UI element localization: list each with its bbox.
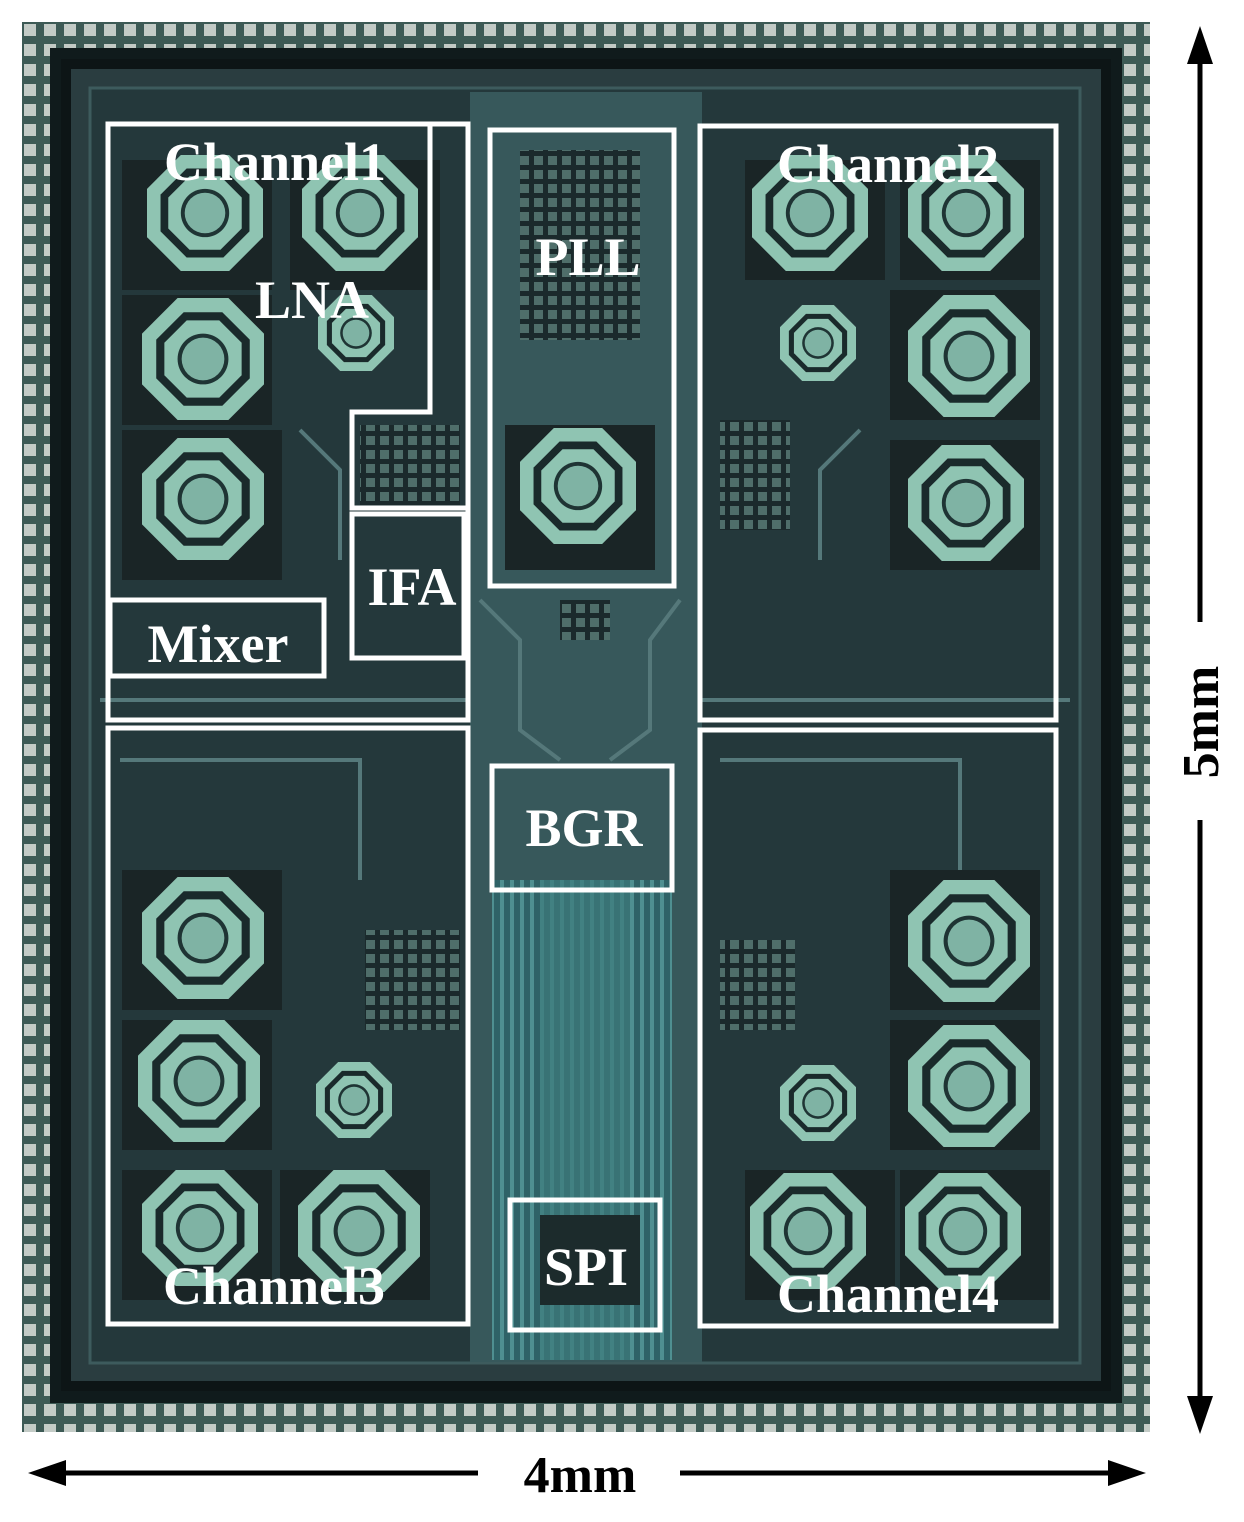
inductor xyxy=(908,1025,1030,1147)
pll-outline xyxy=(487,127,677,589)
inductor xyxy=(142,438,264,560)
inductor xyxy=(908,445,1024,561)
bgr-label: BGR xyxy=(525,798,643,858)
arrow-down-icon xyxy=(1187,1396,1213,1434)
channel3-label: Channel3 xyxy=(163,1256,385,1316)
inductor xyxy=(316,1062,392,1138)
inductor xyxy=(908,295,1030,417)
inductor xyxy=(142,298,264,420)
lna-outline xyxy=(108,121,468,511)
channel2-label: Channel2 xyxy=(777,134,999,194)
arrow-up-icon xyxy=(1187,26,1213,64)
inductor xyxy=(138,1020,260,1142)
width-label: 4mm xyxy=(524,1447,637,1504)
spi-outline xyxy=(507,1197,663,1333)
channel3-outline xyxy=(105,725,471,1327)
spi-label: SPI xyxy=(544,1237,628,1297)
mixer-outline xyxy=(107,597,327,679)
channel1-label: Channel1 xyxy=(164,132,386,192)
lna-label: LNA xyxy=(255,270,369,330)
height-dimension: 5mm xyxy=(1173,26,1230,1434)
channel4-label: Channel4 xyxy=(777,1264,999,1324)
inductor xyxy=(520,428,636,544)
bgr-outline xyxy=(489,763,675,893)
ifa-outline xyxy=(349,511,467,661)
pll-label: PLL xyxy=(535,227,640,287)
mixer-label: Mixer xyxy=(148,614,289,674)
height-label: 5mm xyxy=(1173,666,1230,779)
inductor xyxy=(142,877,264,999)
inductor xyxy=(780,1065,856,1141)
block-outlines xyxy=(105,121,1059,1333)
arrow-left-icon xyxy=(28,1460,66,1486)
arrow-right-icon xyxy=(1108,1460,1146,1486)
channel4-outline xyxy=(697,727,1059,1329)
channel2-outline xyxy=(697,123,1059,723)
ifa-label: IFA xyxy=(368,557,457,617)
width-dimension: 4mm xyxy=(28,1447,1146,1504)
inductor xyxy=(908,880,1030,1002)
inductor xyxy=(780,305,856,381)
